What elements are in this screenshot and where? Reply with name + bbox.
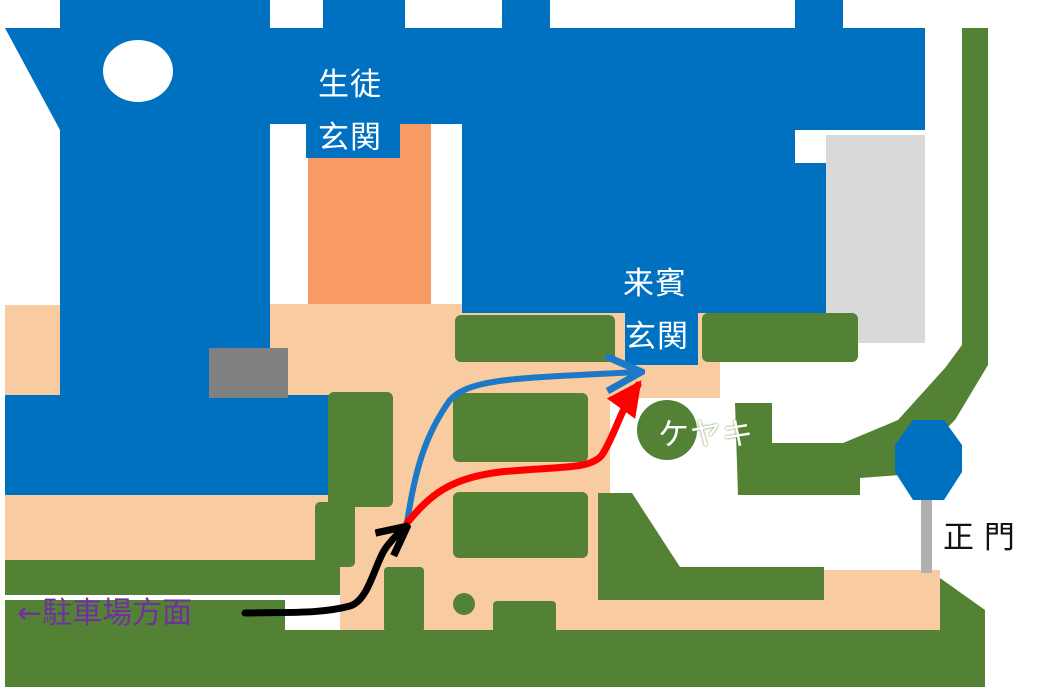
gate-post (921, 500, 932, 573)
route-red (403, 380, 642, 527)
storage-box (209, 348, 288, 398)
main-gate-label: 正 門 (943, 520, 1015, 556)
visitor-entrance-label-line2: 玄関 (625, 319, 689, 355)
parking-direction-label: ←駐車場方面 (17, 596, 193, 631)
keyaki-tree-icon (637, 400, 697, 460)
visitor-entrance-label-line1: 来賓 (623, 266, 687, 302)
round-feature (103, 40, 173, 102)
student-entrance-label-line2: 玄関 (318, 120, 382, 156)
main-gate-icon (895, 420, 962, 500)
student-entrance-label-line1: 生徒 (318, 67, 382, 103)
route-black (241, 528, 405, 617)
route-blue (404, 372, 638, 526)
greenery (5, 28, 988, 687)
keyaki-tree-label: ケヤキ (658, 417, 754, 453)
school-building-wing (462, 130, 826, 313)
annex-building (826, 135, 925, 343)
student-entrance-sign (306, 120, 400, 158)
